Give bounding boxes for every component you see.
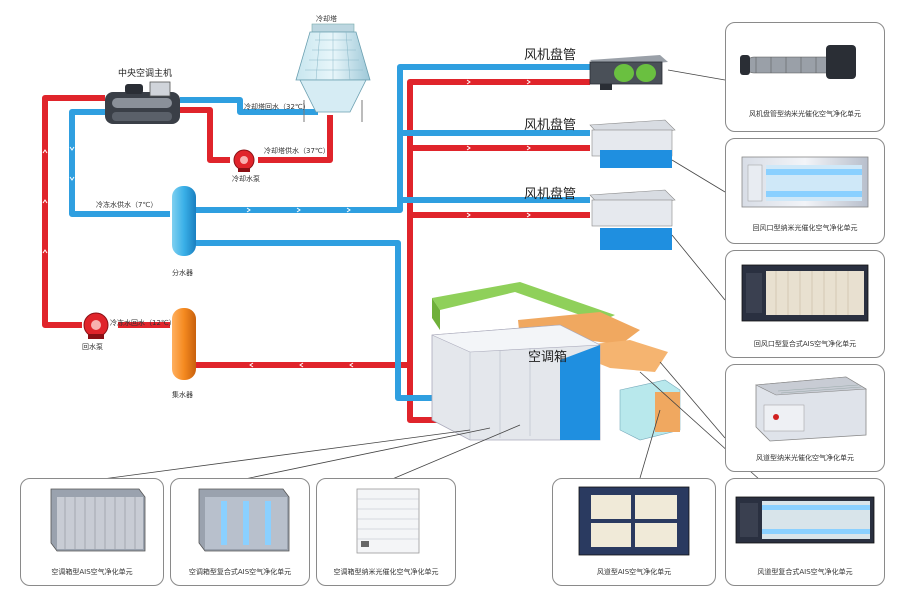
ahu-label: 空调箱	[528, 350, 568, 365]
cooling-tower	[295, 23, 371, 122]
chiller-unit	[105, 81, 180, 124]
product-caption-r2: 回风口型纳米光催化空气净化单元	[752, 224, 858, 232]
return-pump-label: 回水泵	[82, 343, 103, 351]
product-caption-r3: 回风口型复合式AIS空气净化单元	[753, 340, 857, 348]
product-card-ahu-nano: 空调箱型纳米光催化空气净化单元	[316, 478, 456, 586]
return-nano-purifier-image	[741, 156, 869, 208]
distributor-tank	[172, 186, 196, 256]
product-caption-r5: 风道型复合式AIS空气净化单元	[757, 568, 853, 576]
product-caption-b1: 空调箱型AIS空气净化单元	[51, 568, 133, 576]
collector-label: 集水器	[172, 391, 193, 399]
fan-coil-unit-3	[589, 189, 676, 250]
product-card-ahu-composite: 空调箱型复合式AIS空气净化单元	[170, 478, 310, 586]
cooling-pump-label: 冷却水泵	[232, 175, 260, 183]
product-card-duct-nano: 风道型纳米光催化空气净化单元	[725, 364, 885, 472]
return-pump	[83, 312, 109, 339]
product-card-fcu-nano: 风机盘管型纳米光催化空气净化单元	[725, 22, 885, 132]
product-caption-r1: 风机盘管型纳米光催化空气净化单元	[749, 110, 861, 118]
product-card-duct-ais: 风道型复合式AIS空气净化单元	[725, 478, 885, 586]
fan-coil-unit-2	[589, 119, 676, 168]
ahu-nano-purifier-image	[356, 488, 420, 554]
product-caption-r4: 风道型纳米光催化空气净化单元	[756, 454, 854, 462]
product-card-return-nano: 回风口型纳米光催化空气净化单元	[725, 138, 885, 244]
fan-coil-unit-1	[589, 55, 668, 90]
ahu-ais-purifier-image	[50, 488, 146, 552]
chilled-supply-label: 冷冻水供水（7℃）	[96, 201, 158, 209]
product-card-return-ais: 回风口型复合式AIS空气净化单元	[725, 250, 885, 358]
fan-coil-label-2: 风机盘管	[524, 118, 577, 133]
return-ais-purifier-image	[741, 264, 869, 322]
tower-return-label: 冷却塔回水（32℃）	[244, 103, 310, 111]
ahu-composite-purifier-image	[198, 488, 290, 552]
air-handling-unit	[431, 282, 681, 441]
product-caption-b4: 风道型AIS空气净化单元	[596, 568, 672, 576]
chilled-return-label: 冷冻水回水（12℃）	[110, 319, 176, 327]
fan-coil-label-3: 风机盘管	[524, 187, 577, 202]
cooling-tower-label: 冷却塔	[316, 15, 337, 23]
cooling-pump	[233, 149, 255, 172]
tower-supply-label: 冷却塔供水（37℃）	[264, 147, 330, 155]
product-caption-b2: 空调箱型复合式AIS空气净化单元	[188, 568, 292, 576]
flow-arrows	[42, 79, 531, 368]
product-card-ahu-ais: 空调箱型AIS空气净化单元	[20, 478, 164, 586]
chiller-label: 中央空调主机	[118, 69, 173, 79]
product-caption-b3: 空调箱型纳米光催化空气净化单元	[333, 568, 439, 576]
duct-ais-purifier-image	[735, 496, 875, 544]
callout-lines	[94, 69, 761, 481]
fcu-purifier-image	[740, 45, 856, 79]
collector-tank	[172, 308, 196, 380]
duct-nano-purifier-image	[754, 376, 867, 442]
duct-ais-bottom-purifier-image	[578, 486, 690, 556]
fan-coil-label-1: 风机盘管	[524, 48, 577, 63]
product-card-duct-ais-bottom: 风道型AIS空气净化单元	[552, 478, 716, 586]
distributor-label: 分水器	[172, 269, 193, 277]
